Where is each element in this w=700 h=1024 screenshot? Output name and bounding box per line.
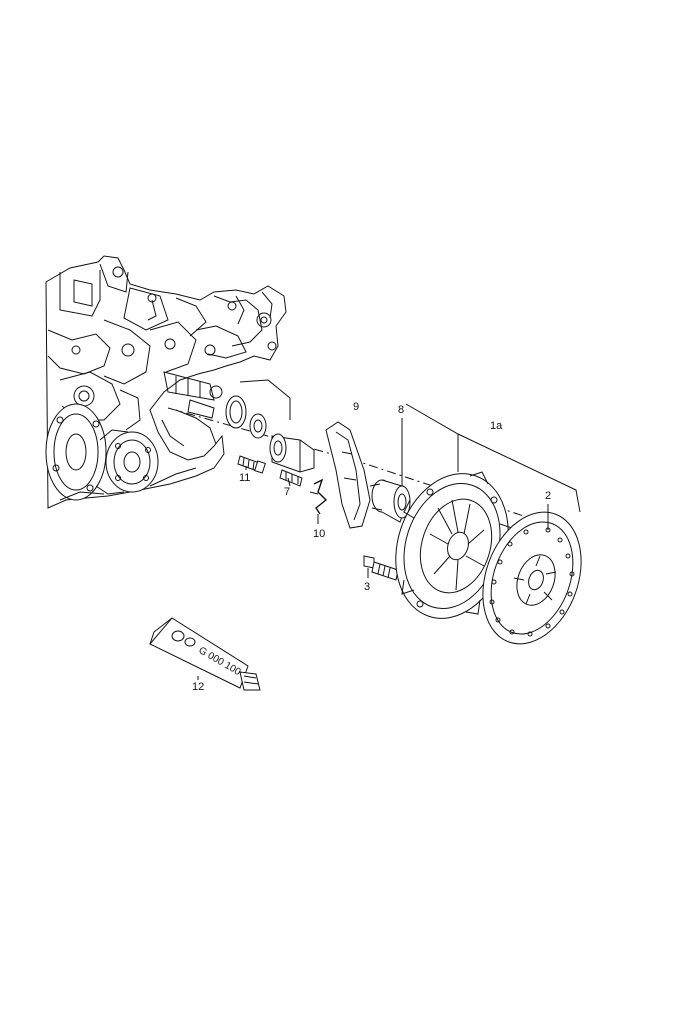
release-bearing bbox=[369, 479, 411, 523]
label-part-11: 11 bbox=[239, 472, 250, 484]
leader-lines bbox=[197, 403, 581, 680]
label-part-9: 9 bbox=[353, 401, 359, 413]
label-part-3: 3 bbox=[364, 581, 370, 593]
gearbox-housing bbox=[45, 255, 287, 509]
clutch-pressure-plate bbox=[395, 471, 513, 619]
label-part-1a: 1a bbox=[490, 420, 503, 432]
label-part-8: 8 bbox=[398, 404, 404, 416]
label-part-10: 10 bbox=[313, 528, 325, 540]
label-part-12: 12 bbox=[192, 681, 204, 693]
retaining-spring-clip bbox=[309, 478, 328, 515]
circlip-ring bbox=[225, 395, 247, 429]
bracket-leader bbox=[239, 379, 291, 420]
grease-tube: G 000 100 bbox=[149, 617, 261, 691]
label-part-7: 7 bbox=[284, 486, 290, 498]
clutch-disc bbox=[482, 511, 582, 645]
bolt-set bbox=[237, 455, 266, 474]
pressure-plate-bolt bbox=[363, 555, 399, 581]
clutch-disc-rivets bbox=[489, 527, 575, 637]
label-part-2: 2 bbox=[545, 490, 551, 502]
bearing-ring bbox=[249, 413, 267, 439]
guide-sleeve-bolts bbox=[279, 469, 303, 487]
guide-sleeve bbox=[269, 433, 315, 473]
release-lever bbox=[325, 421, 371, 529]
